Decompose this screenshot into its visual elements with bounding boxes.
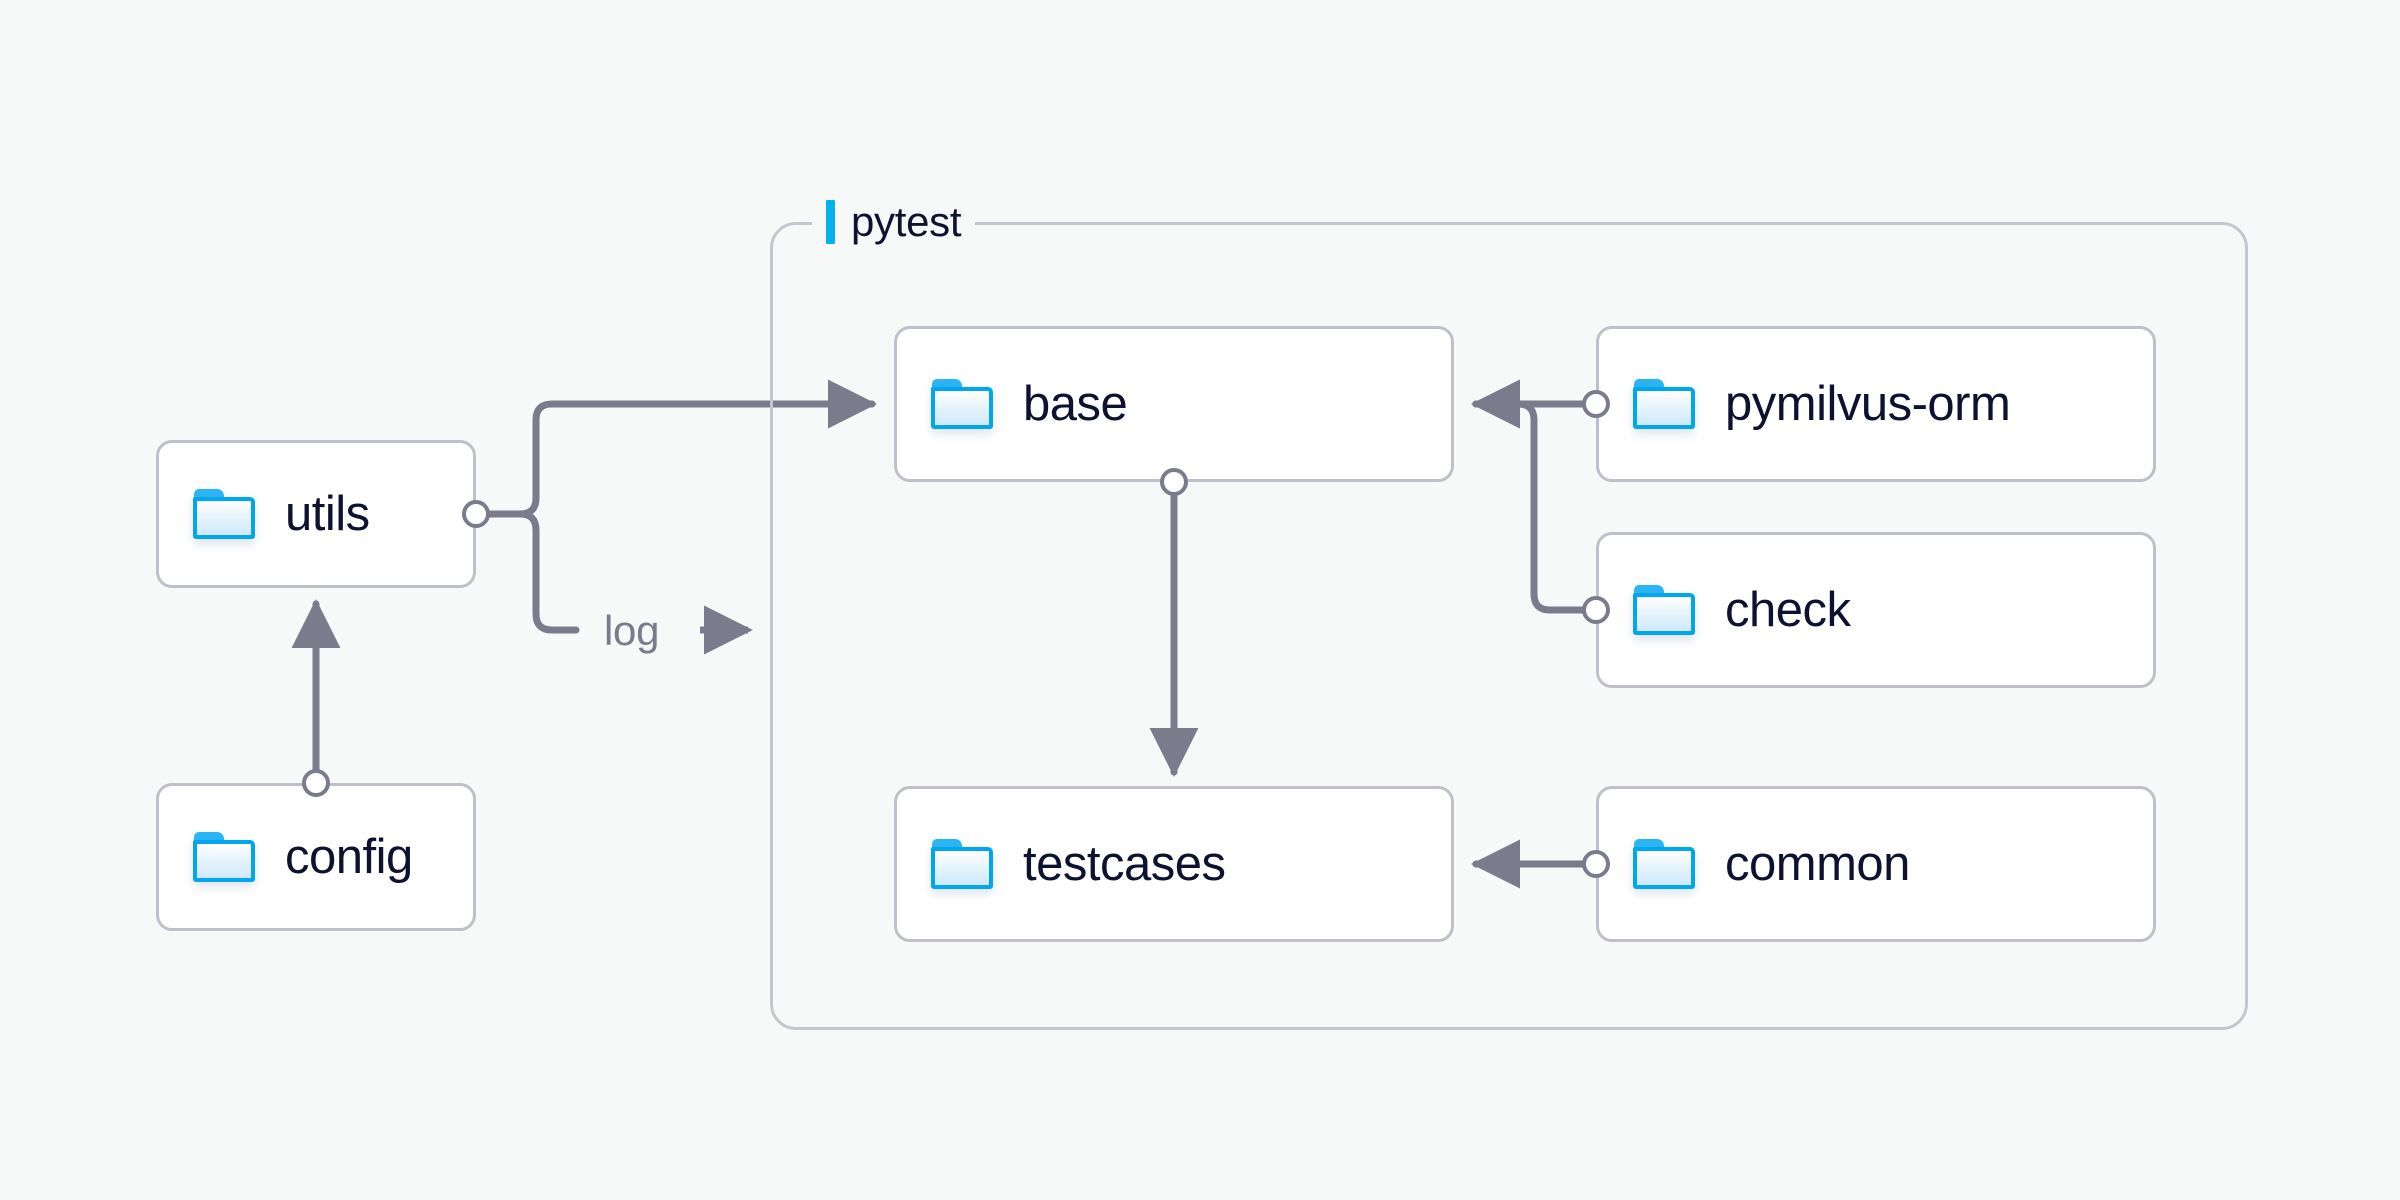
port-utils-right[interactable]	[462, 500, 490, 528]
node-label: utils	[285, 486, 370, 541]
node-config[interactable]: config	[156, 783, 476, 931]
port-base-bottom[interactable]	[1160, 468, 1188, 496]
node-label: check	[1725, 582, 1851, 637]
node-check[interactable]: check	[1596, 532, 2156, 688]
node-label: pymilvus-orm	[1725, 376, 2011, 431]
node-label: base	[1023, 376, 1128, 431]
group-pytest-title: pytest	[812, 195, 976, 249]
folder-icon	[931, 379, 993, 429]
folder-icon	[1633, 379, 1695, 429]
folder-icon	[1633, 585, 1695, 635]
folder-icon	[1633, 839, 1695, 889]
port-check-left[interactable]	[1582, 596, 1610, 624]
node-testcases[interactable]: testcases	[894, 786, 1454, 942]
node-base[interactable]: base	[894, 326, 1454, 482]
port-common-left[interactable]	[1582, 850, 1610, 878]
node-pymilvus-orm[interactable]: pymilvus-orm	[1596, 326, 2156, 482]
node-common[interactable]: common	[1596, 786, 2156, 942]
accent-bar-icon	[826, 200, 835, 244]
edge-utils-to-pytest-log	[486, 510, 580, 634]
folder-icon	[193, 489, 255, 539]
group-title-label: pytest	[851, 198, 962, 245]
node-label: config	[285, 829, 413, 884]
port-pymilvus-left[interactable]	[1582, 390, 1610, 418]
node-utils[interactable]: utils	[156, 440, 476, 588]
port-config-top[interactable]	[302, 769, 330, 797]
edge-label-log: log	[604, 607, 660, 654]
folder-icon	[193, 832, 255, 882]
folder-icon	[931, 839, 993, 889]
group-pytest[interactable]	[770, 222, 2248, 1030]
node-label: common	[1725, 836, 1910, 891]
node-label: testcases	[1023, 836, 1226, 891]
